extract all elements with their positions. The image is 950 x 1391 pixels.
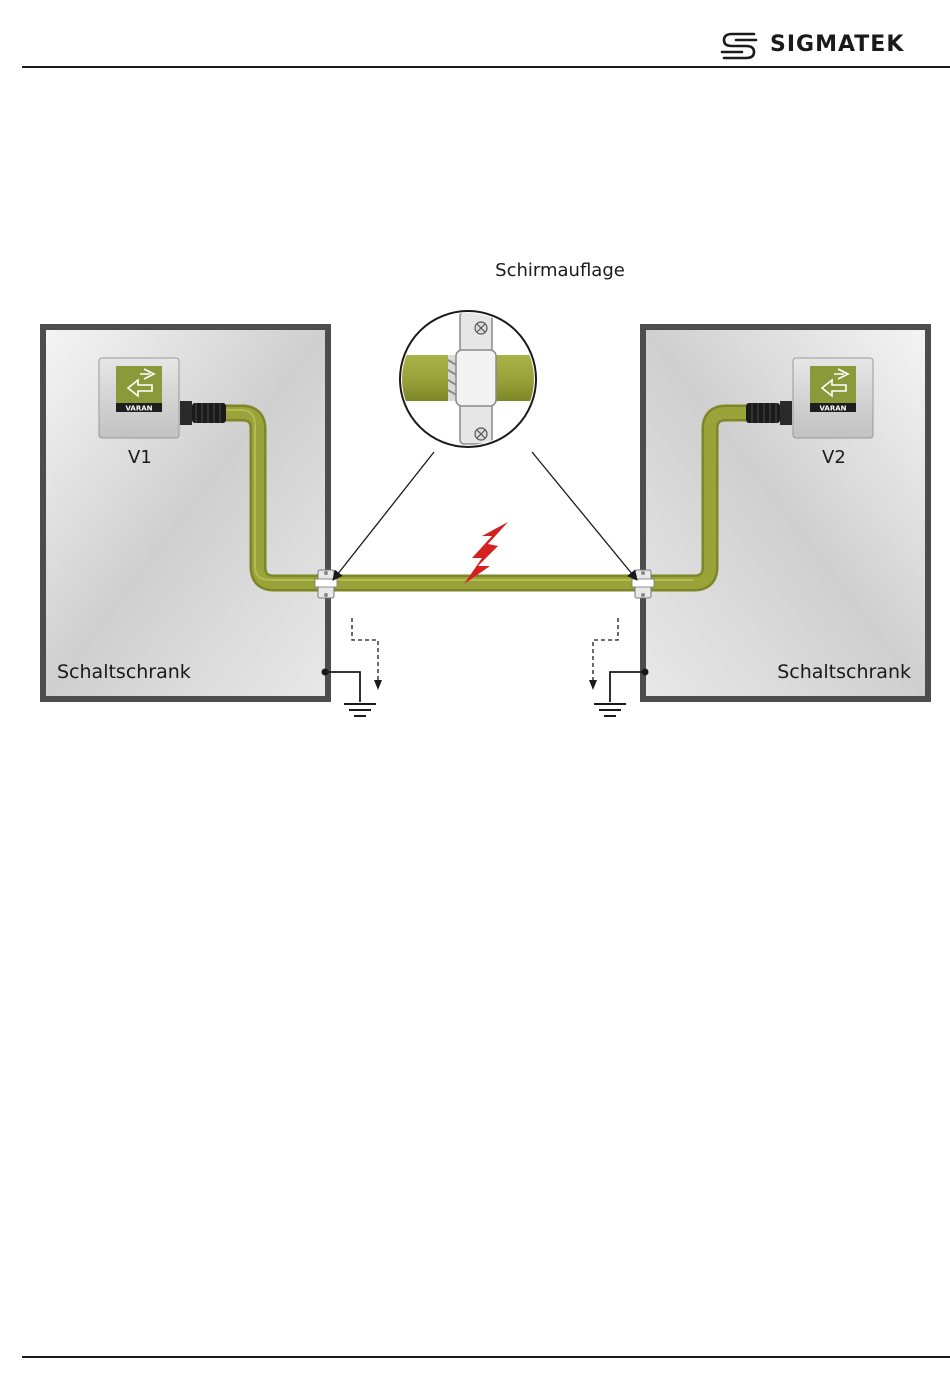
header-rule [22,66,950,68]
ground-right [589,618,649,716]
brand-name: SIGMATEK [770,32,904,57]
device-label-v2: V2 [822,447,846,468]
cable-clamp-icon [632,570,654,598]
device-label-v1: V1 [128,447,152,468]
ground-icon [594,704,626,716]
clamp-callout-label: Schirmauflage [495,260,625,281]
shield-grounding-diagram: VARAN V1 VARAN V2 [0,240,950,730]
ground-icon [344,704,376,716]
callout-arrow-right [532,452,637,580]
callout-arrow-left [333,452,434,580]
footer-rule [22,1356,950,1358]
cabinet-right [640,324,931,702]
cabinet-left [40,324,331,702]
cable-clamp-icon [315,570,337,598]
device-badge-left: VARAN [125,405,152,413]
cabinet-label-right: Schaltschrank [777,661,911,683]
device-badge-right: VARAN [819,405,846,413]
cabinet-label-left: Schaltschrank [57,661,191,683]
shield-clamp-zoom [398,311,540,447]
